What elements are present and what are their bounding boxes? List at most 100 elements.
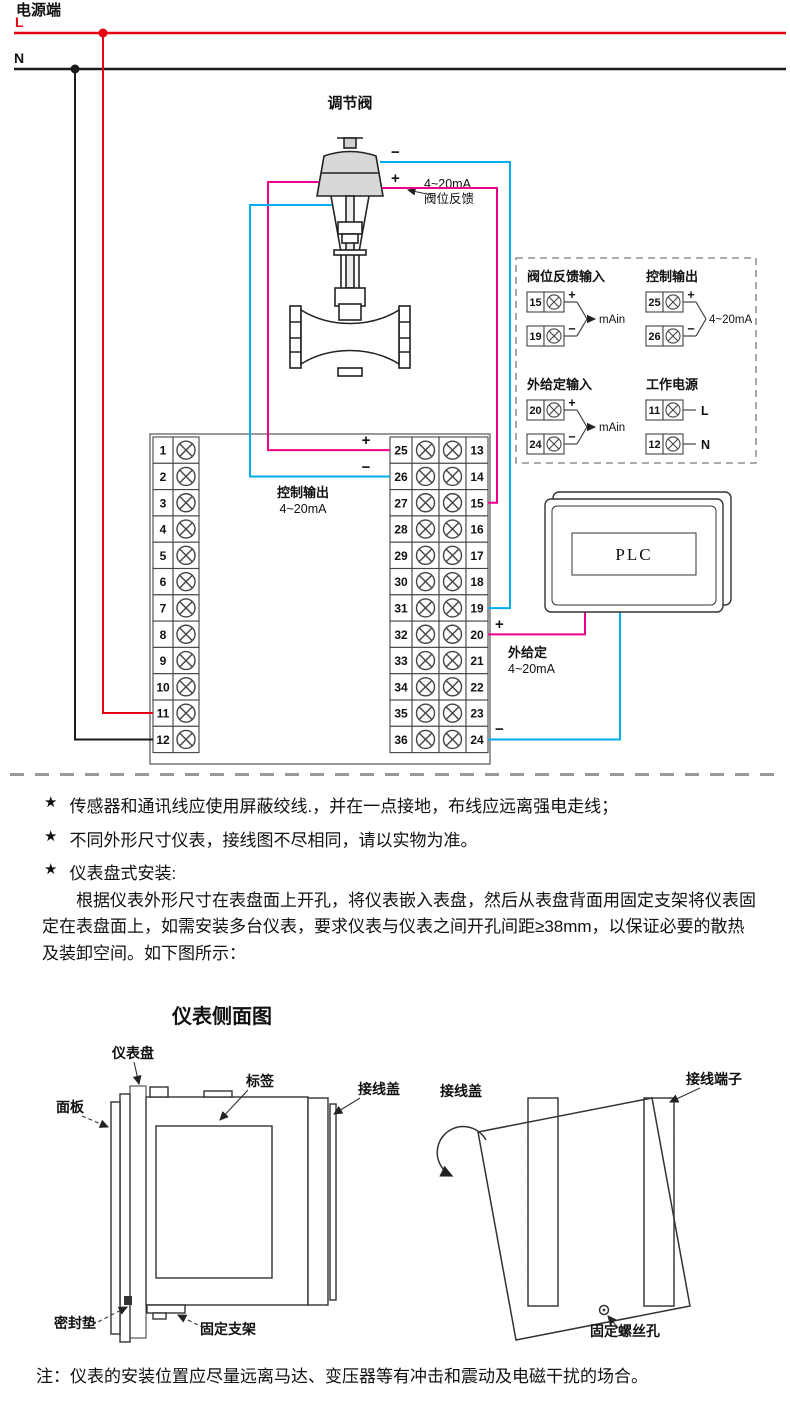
terminal-number: 8	[160, 628, 167, 642]
legend-mid-label: 4~20mA	[709, 314, 752, 326]
front-leader	[81, 1115, 110, 1128]
screw-icon	[415, 624, 436, 644]
screw-icon	[442, 466, 463, 487]
legend-terminal-number: 19	[529, 331, 541, 343]
bracket-screw	[152, 1312, 167, 1320]
rotate-arrow-icon	[436, 1125, 487, 1177]
screw-icon	[176, 650, 196, 671]
screw-icon	[442, 650, 463, 671]
terminal-number: 17	[470, 549, 484, 563]
screw-icon	[176, 545, 196, 566]
top-bracket-screw	[149, 1086, 169, 1098]
screw-icon	[176, 466, 196, 487]
screw-icon	[442, 598, 463, 618]
body-window	[155, 1125, 273, 1279]
screw-icon	[546, 294, 562, 310]
ext-minus-sign: −	[495, 721, 504, 738]
bracket-leader	[177, 1314, 205, 1329]
wire-control-output-plus	[267, 181, 390, 452]
screw-icon	[546, 436, 562, 452]
legend-sign: N	[701, 438, 710, 452]
valve-minus: −	[391, 144, 400, 161]
legend-terminal-number: 15	[529, 297, 541, 309]
cover-leader	[333, 1097, 361, 1115]
terminal-number: 34	[394, 680, 408, 694]
valve-plus: +	[391, 170, 400, 187]
wiring-diagram: 电源端 L N 12345678910111225262728293031323…	[14, 1, 786, 765]
terminal-number: 35	[394, 707, 408, 721]
terminal-number: 11	[157, 707, 170, 721]
legend-section-title: 工作电源	[646, 377, 698, 392]
terminal-number: 19	[470, 601, 484, 615]
gasket-label: 密封垫	[53, 1315, 96, 1331]
screw-icon	[546, 402, 562, 418]
power-title: 电源端	[16, 1, 61, 19]
screw-icon	[176, 624, 196, 644]
rear-view: 接线盖 接线端子 固定螺丝孔	[436, 1071, 742, 1341]
legend-box	[515, 257, 757, 464]
terminal-number: 5	[160, 549, 167, 563]
control-minus-sign: −	[362, 459, 371, 476]
legend-sign: +	[687, 288, 694, 302]
terminal-number: 27	[394, 496, 408, 510]
wire-neutral-to-terminal12	[74, 69, 153, 741]
screw-icon	[415, 519, 436, 539]
terminal-number: 23	[470, 707, 484, 721]
star-bullet: ★	[44, 828, 58, 845]
front-bezel-plate	[110, 1101, 121, 1335]
screw-icon	[442, 624, 463, 644]
terminal-number: 31	[394, 601, 408, 615]
screw-icon	[176, 440, 196, 460]
legend-bracket	[695, 301, 707, 337]
neutral-label: N	[14, 50, 24, 66]
screw-icon	[442, 519, 463, 539]
terminal-number: 16	[470, 523, 484, 537]
plc-label: PLC	[615, 545, 652, 564]
terminal-number: 36	[394, 733, 408, 747]
wire-live-to-terminal11	[102, 33, 153, 714]
screw-icon	[665, 328, 681, 344]
screw-icon	[442, 703, 463, 723]
terminal-strips: 1234567891011122526272829303132333435361…	[152, 436, 489, 754]
screw-icon	[176, 703, 196, 723]
legend-terminal-number: 20	[529, 405, 541, 417]
terminal-number: 25	[394, 444, 408, 458]
terminal-number: 6	[160, 575, 167, 589]
bracket-label: 固定支架	[200, 1321, 256, 1337]
control-output-label: 控制输出	[277, 485, 329, 500]
terminal-number: 24	[470, 733, 484, 747]
control-plus-sign: +	[362, 432, 371, 449]
screw-icon	[442, 545, 463, 566]
terminal-number: 10	[156, 680, 170, 694]
control-output-range: 4~20mA	[280, 502, 328, 516]
wire-control-output-minus	[249, 204, 390, 478]
legend-terminal-number: 12	[648, 439, 660, 451]
terminal-number: 14	[470, 470, 484, 484]
top-tag-plate	[203, 1090, 233, 1098]
screw-icon	[176, 598, 196, 618]
terminal-number: 20	[470, 628, 484, 642]
terminal-leader	[669, 1087, 701, 1103]
tag-leader	[219, 1089, 249, 1121]
screw-icon	[176, 519, 196, 539]
wire-feedback-plus	[382, 187, 498, 504]
cover-label-rear: 接线盖	[440, 1083, 482, 1099]
bottom-note: 注：仪表的安装位置应尽量远离马达、变压器等有冲击和震动及电磁干扰的场合。	[36, 1367, 648, 1386]
note-1: ★ 传感器和通讯线应使用屏蔽绞线.，并在一点接地，布线应远离强电走线；	[44, 792, 618, 817]
live-label: L	[15, 14, 24, 30]
mounting-bracket	[146, 1304, 186, 1314]
screw-hole-label: 固定螺丝孔	[590, 1323, 660, 1339]
terminal-number: 32	[394, 628, 408, 642]
screw-icon	[176, 677, 196, 697]
feedback-arrow	[407, 187, 437, 197]
terminal-number: 7	[160, 601, 167, 615]
screw-icon	[415, 440, 436, 460]
note-2-text: 不同外形尺寸仪表，接线图不尽相同，请以实物为准。	[69, 831, 478, 850]
screw-icon	[415, 729, 436, 750]
legend-sign: −	[568, 430, 575, 444]
screw-icon	[415, 545, 436, 566]
note-3-text: 仪表盘式安装:	[69, 864, 177, 883]
control-valve	[289, 137, 411, 377]
terminal-block-outline	[149, 433, 491, 765]
